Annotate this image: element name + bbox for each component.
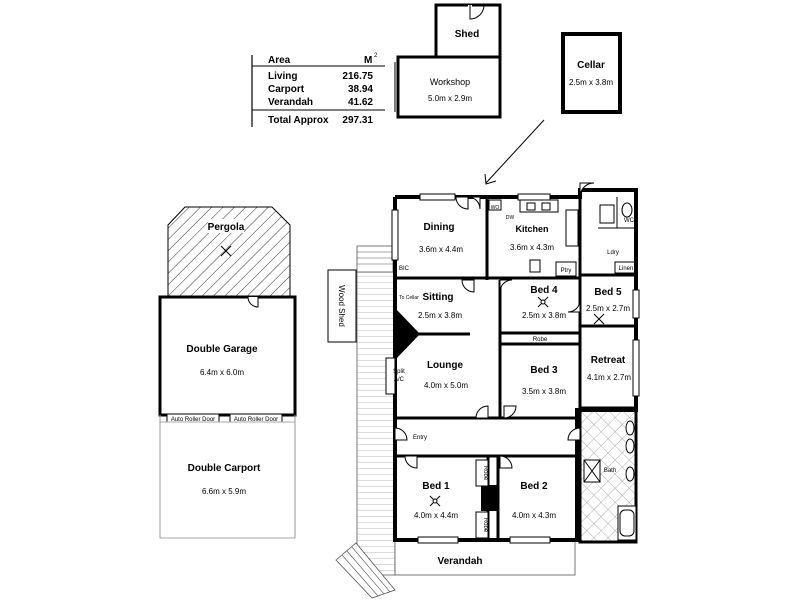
ceiling-fan-icon <box>537 296 549 308</box>
dw-label: DW <box>506 215 515 221</box>
room-name: Sitting <box>422 292 453 303</box>
cellar-stairs <box>395 308 420 360</box>
area-total-value: 297.31 <box>342 115 373 126</box>
room-size: 4.0m x 5.0m <box>424 381 468 390</box>
area-header-label: Area <box>268 55 291 66</box>
shed: Shed <box>434 3 502 59</box>
area-row-value: 38.94 <box>348 84 373 95</box>
wc-label: WC <box>624 218 635 224</box>
area-row-label: Living <box>268 71 297 82</box>
cellar-label: Cellar <box>577 60 605 71</box>
room-name: Retreat <box>591 355 626 366</box>
cellar-size: 2.5m x 3.8m <box>569 78 613 87</box>
room-size: 4.0m x 4.4m <box>414 511 458 520</box>
area-header-unit: M <box>364 55 372 66</box>
area-row-label: Carport <box>268 84 305 95</box>
double-garage-size: 6.4m x 6.0m <box>200 368 244 377</box>
shed-label: Shed <box>455 29 479 40</box>
workshop: Workshop 5.0m x 2.9m <box>394 55 502 119</box>
wood-shed-label: Wood Shed <box>337 285 346 327</box>
double-carport-size: 6.6m x 5.9m <box>202 487 246 496</box>
double-carport: Double Carport 6.6m x 5.9m <box>159 415 296 539</box>
room-size: 2.5m x 3.8m <box>418 311 462 320</box>
split-ac-unit <box>385 357 396 395</box>
pergola: Pergola <box>167 206 291 298</box>
double-carport-label: Double Carport <box>188 463 261 474</box>
room-name: Lounge <box>427 360 464 371</box>
area-row-value: 41.62 <box>348 97 373 108</box>
room-size: 3.6m x 4.3m <box>510 243 554 252</box>
cellar-arrow <box>484 119 545 185</box>
robe-label: Robe <box>533 337 548 343</box>
room-retreat: Retreat 4.1m x 2.7m <box>587 355 631 382</box>
room-size: 4.0m x 4.3m <box>512 511 556 520</box>
room-name: Bed 2 <box>520 481 548 492</box>
double-garage-label: Double Garage <box>186 344 258 355</box>
split-ac-label: Split <box>393 369 405 375</box>
room-size: 2.5m x 3.8m <box>522 311 566 320</box>
room-bed1: Bed 1 4.0m x 4.4m <box>414 481 458 520</box>
wood-shed: Wood Shed <box>327 269 357 343</box>
bic-label: BIC <box>399 266 410 272</box>
ldry-label: Ldry <box>607 250 619 256</box>
ceiling-fan-icon <box>593 313 605 325</box>
room-name: Bed 3 <box>530 365 558 376</box>
split-ac-label: A/C <box>394 377 405 383</box>
auto-roller-door-label: Auto Roller Door <box>234 417 278 423</box>
room-size: 4.1m x 2.7m <box>587 373 631 382</box>
area-row-label: Verandah <box>268 97 313 108</box>
fitting-labels: WO DW BIC Ptry Ldry Linen WC To Cellar R… <box>393 205 634 533</box>
robe-label: Robe <box>482 466 488 481</box>
pergola-label: Pergola <box>208 222 245 233</box>
verandah-deck: Verandah <box>335 245 576 599</box>
room-name: Bed 5 <box>594 287 622 298</box>
room-size: 3.6m x 4.4m <box>419 245 463 254</box>
bath-label: Bath <box>604 468 616 474</box>
laundry-fittings <box>598 197 636 274</box>
kitchen-fittings <box>488 199 579 277</box>
room-bed2: Bed 2 4.0m x 4.3m <box>512 481 556 520</box>
linen-label: Linen <box>619 266 634 272</box>
verandah-label: Verandah <box>437 556 482 567</box>
bathroom-fittings <box>583 420 637 541</box>
room-size: 2.5m x 2.7m <box>586 304 630 313</box>
windows <box>391 193 640 544</box>
workshop-label: Workshop <box>430 77 470 87</box>
door-swings <box>394 182 595 469</box>
area-total-label: Total Approx <box>268 115 329 126</box>
cellar: Cellar 2.5m x 3.8m <box>561 32 622 114</box>
to-cellar-label: To Cellar <box>399 295 419 301</box>
room-sitting: Sitting 2.5m x 3.8m <box>418 292 462 320</box>
robe-label: Robe <box>482 518 488 533</box>
room-kitchen: Kitchen 3.6m x 4.3m <box>510 224 554 252</box>
room-name: Bed 4 <box>530 285 558 296</box>
area-header-unit-sup: 2 <box>374 53 378 59</box>
area-row-value: 216.75 <box>342 71 373 82</box>
room-lounge: Lounge 4.0m x 5.0m <box>424 360 468 390</box>
ptry-label: Ptry <box>561 268 572 274</box>
room-name: Bed 1 <box>422 481 450 492</box>
room-size: 3.5m x 3.8m <box>522 387 566 396</box>
room-bed5: Bed 5 2.5m x 2.7m <box>586 287 630 313</box>
room-bed3: Bed 3 3.5m x 3.8m <box>522 365 566 396</box>
room-bed4: Bed 4 2.5m x 3.8m <box>522 285 566 320</box>
entry-label: Entry <box>413 435 427 441</box>
ceiling-fan-icon <box>429 495 441 507</box>
area-table: Area M 2 Living 216.75 Carport 38.94 Ver… <box>251 53 385 127</box>
workshop-size: 5.0m x 2.9m <box>428 94 472 103</box>
room-name: Kitchen <box>515 224 548 234</box>
double-garage: Double Garage 6.4m x 6.0m <box>158 295 297 417</box>
fireplace <box>481 485 497 511</box>
room-dining: Dining 3.6m x 4.4m <box>419 222 463 254</box>
robe-blocks <box>475 459 489 539</box>
room-name: Dining <box>423 222 454 233</box>
auto-roller-door-label: Auto Roller Door <box>171 417 215 423</box>
wo-label: WO <box>491 205 500 211</box>
